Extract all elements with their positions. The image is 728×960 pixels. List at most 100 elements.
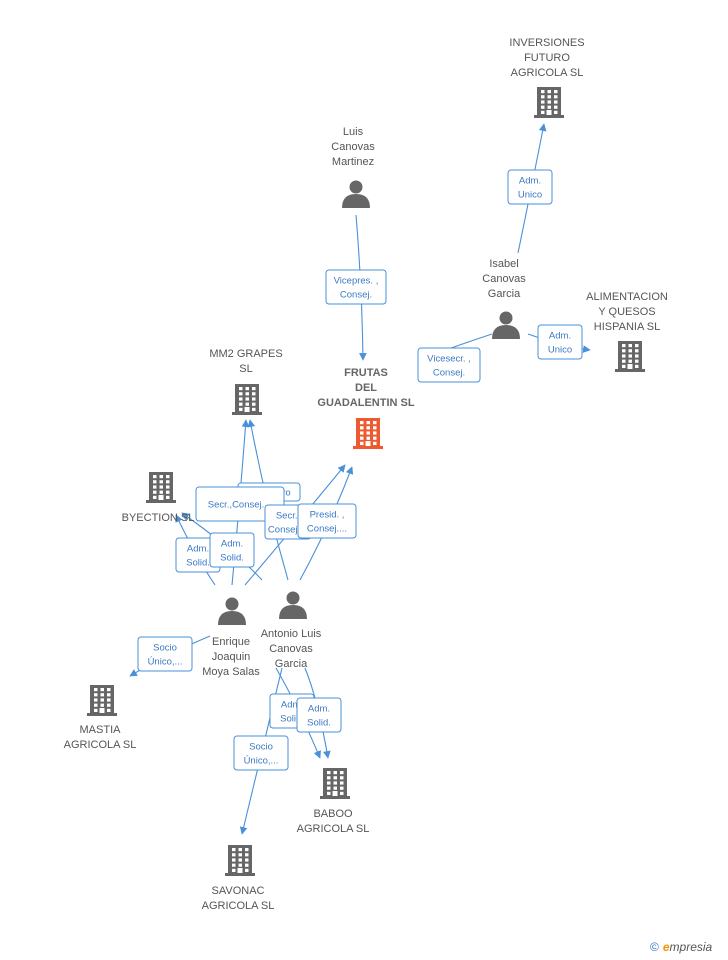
node-baboo[interactable]: BABOO AGRICOLA SL xyxy=(297,768,370,835)
edge-label-box xyxy=(137,636,193,672)
node-savonac[interactable]: SAVONAC AGRICOLA SL xyxy=(202,845,275,912)
node-label-isabel: Canovas xyxy=(482,273,526,285)
node-alimentacion[interactable]: ALIMENTACION Y QUESOS HISPANIA SL xyxy=(586,291,668,372)
brand-initial: e xyxy=(662,940,670,954)
node-label-alimentacion: HISPANIA SL xyxy=(594,321,660,333)
edge-label-text: Presid. , xyxy=(310,510,345,521)
edge-label-text: Solid. xyxy=(220,553,244,564)
node-label-antonio: Garcia xyxy=(275,658,308,670)
building-icon xyxy=(615,341,645,372)
edge-label-enrique-to-mastia[interactable]: SocioÚnico,... xyxy=(137,636,193,672)
node-label-isabel: Garcia xyxy=(488,288,521,300)
edge-label-text: Consej.... xyxy=(307,524,347,535)
edge-label-box xyxy=(195,486,285,522)
building-icon xyxy=(146,472,176,503)
building-icon xyxy=(534,87,564,118)
building-icon xyxy=(320,768,350,799)
node-label-enrique: Joaquin xyxy=(212,651,251,663)
node-label-mm2: SL xyxy=(239,363,252,375)
node-label-inversiones: INVERSIONES xyxy=(509,37,584,49)
edge-label-text: Vicepres. , xyxy=(334,276,379,287)
copyright-symbol: © xyxy=(650,940,659,954)
node-label-mastia: AGRICOLA SL xyxy=(64,739,137,751)
edge-label-text: Solid. xyxy=(307,718,331,729)
node-label-luis: Canovas xyxy=(331,141,375,153)
edge-label-text: Adm. xyxy=(308,704,330,715)
edge-label-box xyxy=(537,324,583,360)
edge-label-text: Unico xyxy=(518,190,542,201)
node-label-antonio: Antonio Luis xyxy=(261,628,322,640)
node-label-frutas: FRUTAS xyxy=(344,367,388,379)
edge-label-text: Consej. xyxy=(433,368,465,379)
edge-label-text: Adm. xyxy=(221,539,243,550)
edge-label-text: Secr., xyxy=(276,511,300,522)
edge-label-text: Consej. xyxy=(340,290,372,301)
node-label-baboo: BABOO xyxy=(313,808,353,820)
node-label-mastia: MASTIA xyxy=(80,724,122,736)
person-icon xyxy=(492,311,520,339)
edge-label-box xyxy=(297,503,357,539)
brand-name: mpresia xyxy=(669,940,713,954)
edge-label-isabel-to-alimentacion[interactable]: Adm. Unico xyxy=(537,324,583,360)
node-label-inversiones: AGRICOLA SL xyxy=(511,67,584,79)
edge-label-isabel-to-frutas[interactable]: Vicesecr. , Consej. xyxy=(417,347,481,383)
edge-label-box xyxy=(296,697,342,733)
edge-label-box xyxy=(417,347,481,383)
node-label-luis: Luis xyxy=(343,126,364,138)
edge-label-text: Solid. xyxy=(280,714,304,725)
edge-label-text: Adm. xyxy=(549,331,571,342)
building-icon xyxy=(353,418,383,449)
building-icon xyxy=(232,384,262,415)
edge-label-antonio-to-frutas[interactable]: Presid. , Consej.... xyxy=(297,503,357,539)
person-icon xyxy=(279,591,307,619)
node-label-baboo: AGRICOLA SL xyxy=(297,823,370,835)
edge-label-luis-to-frutas[interactable]: Vicepres. , Consej. xyxy=(325,269,387,305)
node-label-enrique: Enrique xyxy=(212,636,250,648)
node-mastia[interactable]: MASTIA AGRICOLA SL xyxy=(64,685,137,751)
node-inversiones[interactable]: INVERSIONES FUTURO AGRICOLA SL xyxy=(509,37,585,118)
edge-label-box xyxy=(507,169,553,205)
edge-label-text: Solid. xyxy=(186,558,210,569)
person-icon xyxy=(342,180,370,208)
edge-label-text: Secr.,Consej.... xyxy=(208,500,272,511)
building-icon xyxy=(225,845,255,876)
edge-label-antonio-to-byection[interactable]: Adm. Solid. xyxy=(209,532,255,568)
edge-label-text: Único,... xyxy=(148,657,183,668)
node-label-alimentacion: Y QUESOS xyxy=(598,306,655,318)
edge-label-text: Unico xyxy=(548,345,572,356)
node-label-byection: BYECTION SL xyxy=(122,512,195,524)
edge-label-box xyxy=(325,269,387,305)
edge-label-box xyxy=(233,735,289,771)
empresia-logo[interactable]: ©empresia xyxy=(650,940,712,954)
node-byection[interactable]: BYECTION SL xyxy=(122,472,195,524)
edge-label-box xyxy=(209,532,255,568)
node-label-inversiones: FUTURO xyxy=(524,52,570,64)
node-frutas[interactable]: FRUTAS DEL GUADALENTIN SL xyxy=(317,367,415,449)
node-label-antonio: Canovas xyxy=(269,643,313,655)
person-icon xyxy=(218,597,246,625)
edge-label-antonio-to-mm2[interactable]: Secr.,Consej.... xyxy=(195,486,285,522)
node-label-enrique: Moya Salas xyxy=(202,666,260,678)
edge-label-text: Socio xyxy=(249,742,273,753)
edge-label-isabel-to-inversiones[interactable]: Adm.Unico xyxy=(507,169,553,205)
node-label-savonac: AGRICOLA SL xyxy=(202,900,275,912)
node-label-frutas: DEL xyxy=(355,382,377,394)
node-label-alimentacion: ALIMENTACION xyxy=(586,291,668,303)
edge-label-text: Consej.... xyxy=(268,525,308,536)
node-label-frutas: GUADALENTIN SL xyxy=(317,397,414,409)
edge-label-antonio-to-savonac[interactable]: SocioÚnico,... xyxy=(233,735,289,771)
edge-label-text: Único,... xyxy=(244,756,279,767)
edge-label-text: Vicesecr. , xyxy=(427,354,471,365)
edge-label-antonio-to-baboo[interactable]: Adm. Solid. xyxy=(296,697,342,733)
node-label-savonac: SAVONAC xyxy=(212,885,265,897)
node-label-luis: Martinez xyxy=(332,156,374,168)
edge-label-text: Socio xyxy=(153,643,177,654)
edge-label-text: Adm. xyxy=(281,700,303,711)
edge-label-text: Adm. xyxy=(187,544,209,555)
